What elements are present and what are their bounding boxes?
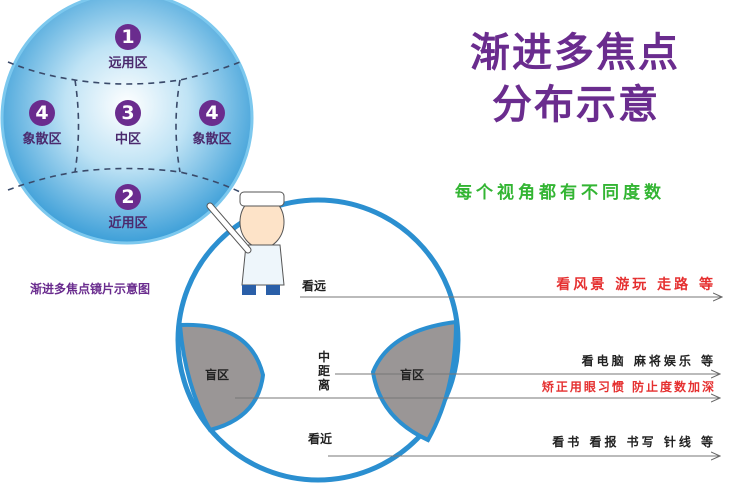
blind-zone-right [370, 319, 459, 443]
title-line-2: 分布示意 [492, 82, 660, 128]
zone-label: 近用区 [108, 216, 148, 231]
zone-near: 2 近用区 [88, 184, 168, 231]
mid-description: 看电脑 麻将娱乐 等 [581, 354, 716, 368]
zone-number: 4 [199, 100, 225, 126]
zone-label: 象散区 [192, 132, 232, 147]
zone-far: 1 远用区 [88, 24, 168, 71]
zone-dividers [7, 61, 241, 193]
zone-number: 3 [115, 100, 141, 126]
title-line-1: 渐进多焦点 [470, 30, 680, 76]
zone-label: 远用区 [108, 56, 148, 71]
lens-caption: 渐进多焦点镜片示意图 [30, 282, 151, 296]
zone-middle: 3 中区 [88, 100, 168, 147]
arrows [235, 297, 722, 456]
zone-number: 4 [29, 100, 55, 126]
near-label: 看近 [308, 432, 333, 446]
zone-astigmatism-left: 4 象散区 [2, 100, 82, 147]
blind-zone-left [177, 322, 266, 433]
zone-label: 象散区 [22, 132, 62, 147]
far-description: 看风景 游玩 走路 等 [556, 277, 716, 293]
doctor-character-icon [206, 191, 285, 295]
zone-number: 2 [115, 184, 141, 210]
far-label: 看远 [302, 279, 327, 293]
zone-astigmatism-right: 4 象散区 [172, 100, 252, 147]
correction-description: 矫正用眼习惯 防止度数加深 [541, 380, 716, 394]
blind-zone-left-label: 盲区 [205, 368, 230, 382]
blind-zone-right-label: 盲区 [400, 368, 425, 382]
zone-label: 中区 [114, 132, 141, 147]
zone-number: 1 [115, 24, 141, 50]
mid-label: 中距离 [318, 350, 331, 392]
subtitle: 每个视角都有不同度数 [455, 183, 665, 203]
near-description: 看书 看报 书写 针线 等 [552, 435, 716, 449]
